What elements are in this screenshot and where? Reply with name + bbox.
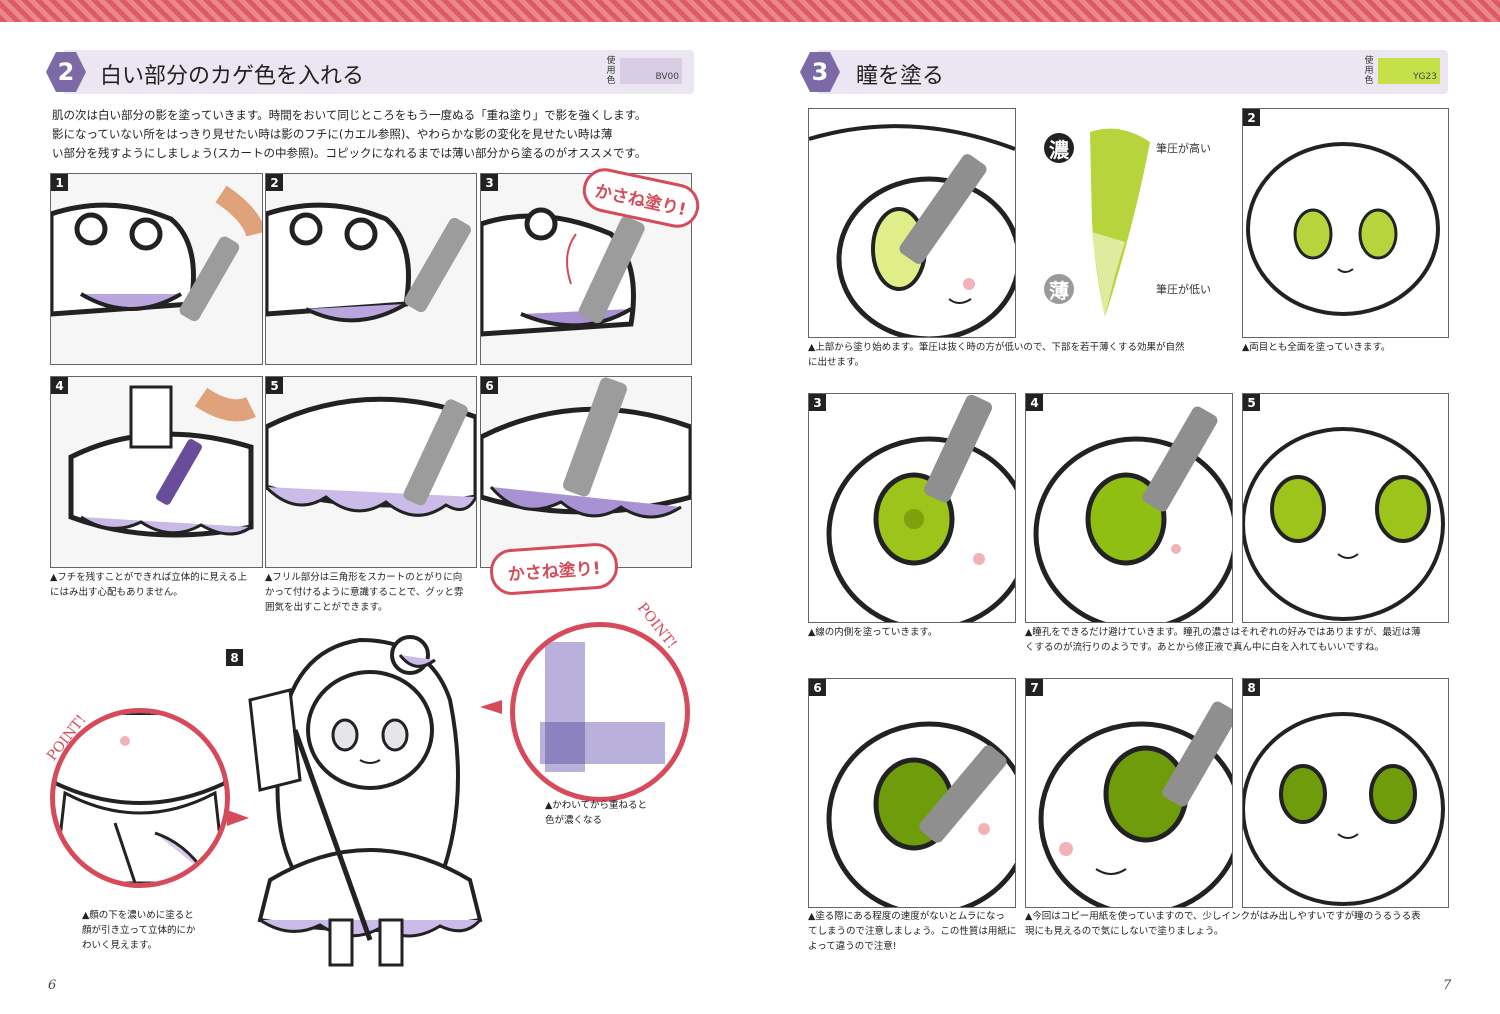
face-detail-illustration — [55, 713, 225, 883]
step-number: 3 — [481, 174, 498, 191]
caption: ▲塗る際にある程度の速度がないとムラになっ てしまうので注意しましょう。この性質… — [808, 911, 1017, 952]
step-number: 2 — [1243, 109, 1260, 126]
face-illustration — [1243, 679, 1448, 907]
caption: ▲今回はコピー用紙を使っていますので、少しインクがはみ出しやすいですが瞳のうるう… — [1025, 911, 1421, 937]
caption: ▲線の内側を塗っていきます。 — [808, 627, 938, 638]
eye-photo-5: 5 — [1242, 393, 1449, 623]
step-number: 5 — [266, 377, 283, 394]
step-number: 6 — [809, 679, 826, 696]
pressure-low-label: 筆圧が低い — [1156, 283, 1211, 296]
pressure-stroke-sample — [1090, 128, 1150, 317]
step-photo-5: 5 — [265, 376, 477, 568]
caption: ▲瞳孔をできるだけ避けていきます。瞳孔の濃さはそれぞれの好みではありますが、最近… — [1025, 627, 1421, 653]
eye-photo-4: 4 — [1025, 393, 1233, 623]
frog-hat-illustration — [481, 207, 645, 337]
caption: ▲顔の下を濃いめに塗ると 顔が引き立って立体的にか わいく見えます。 — [82, 910, 196, 951]
page-number: 6 — [48, 978, 57, 993]
light-label-badge: 薄 — [1044, 274, 1074, 304]
step-number: 5 — [1243, 394, 1260, 411]
step-photo-1: 1 — [50, 173, 263, 365]
skirt-illustration — [266, 396, 476, 517]
step-number: 7 — [1026, 679, 1043, 696]
layered-coat-callout: かさね塗り! — [488, 541, 620, 597]
intro-paragraph: 肌の次は白い部分の影を塗っていきます。時間をおいて同じところをもう一度ぬる「重ね… — [52, 106, 692, 163]
eye-illustration — [809, 679, 1015, 907]
caption: ▲フチを残すことができれば立体的に見える上 にはみ出す心配もありません。 — [50, 572, 248, 598]
eye-photo-3: 3 — [808, 393, 1016, 623]
dark-label-badge: 濃 — [1044, 133, 1074, 163]
caption: ▲上部から塗り始めます。筆圧は抜く時の方が低いので、下部を若干薄くする効果が自然… — [808, 342, 1185, 368]
point-detail-circle-left — [50, 708, 230, 888]
step-number: 8 — [1243, 679, 1260, 696]
eye-photo-8: 8 — [1242, 678, 1449, 908]
face-illustration — [1243, 109, 1448, 337]
skirt-illustration — [481, 377, 691, 519]
section-title: 瞳を塗る — [856, 64, 945, 89]
eye-photo-2: 2 — [1242, 108, 1449, 338]
eye-photo-6: 6 — [808, 678, 1016, 908]
step-photo-3: 3 — [480, 173, 692, 365]
eye-photo-1 — [808, 108, 1016, 338]
step-photo-2: 2 — [265, 173, 477, 365]
ink-layering-sample — [540, 642, 665, 772]
section-header-right — [818, 50, 1448, 94]
step-number: 2 — [266, 174, 283, 191]
color-label: 使用色 — [1364, 56, 1374, 86]
eye-illustration — [1026, 679, 1232, 907]
color-swatch: YG23 — [1378, 58, 1440, 84]
decorative-top-band — [0, 0, 1500, 22]
intro-line: 肌の次は白い部分の影を塗っていきます。時間をおいて同じところをもう一度ぬる「重ね… — [52, 108, 647, 122]
eye-illustration — [809, 394, 1015, 622]
intro-line: い部分を残すようにしましょう(スカートの中参照)。コピックになれるまでは薄い部分… — [52, 146, 647, 160]
step-number: 8 — [226, 649, 243, 666]
step-photo-4: 4 — [50, 376, 263, 568]
frog-hat-illustration — [51, 185, 262, 322]
step-photo-6: 6 — [480, 376, 692, 568]
frog-hat-illustration — [266, 202, 471, 323]
eye-illustration — [1026, 394, 1232, 622]
eye-photo-7: 7 — [1025, 678, 1233, 908]
section-header-left — [64, 50, 694, 94]
intro-line: 影になっていない所をはっきり見せたい時は影のフチに(カエル参照)、やわらかな影の… — [52, 127, 613, 141]
skirt-illustration — [68, 385, 256, 538]
section-number-badge: 3 — [800, 52, 840, 92]
pressure-high-label: 筆圧が高い — [1156, 142, 1211, 155]
color-code: BV00 — [655, 72, 679, 82]
caption: ▲フリル部分は三角形をスカートのとがりに向 かって付けるように意識することで、グ… — [265, 572, 464, 613]
face-illustration — [1243, 394, 1448, 622]
section-title: 白い部分のカゲ色を入れる — [100, 64, 365, 89]
pointer-arrow — [227, 810, 249, 826]
page-number: 7 — [1443, 978, 1452, 993]
pointer-arrow — [480, 700, 502, 714]
step-number: 6 — [481, 377, 498, 394]
color-code: YG23 — [1413, 72, 1437, 82]
character-full-illustration — [248, 635, 483, 967]
eye-illustration — [809, 109, 1015, 337]
step-number: 4 — [1026, 394, 1043, 411]
step-number: 4 — [51, 377, 68, 394]
color-swatch: BV00 — [620, 58, 682, 84]
step-number: 3 — [809, 394, 826, 411]
caption: ▲両目とも全面を塗っていきます。 — [1242, 342, 1391, 353]
step-number: 1 — [51, 174, 68, 191]
color-label: 使用色 — [606, 56, 616, 86]
caption: ▲かわいてから重ねると 色が濃くなる — [545, 800, 648, 826]
point-detail-circle-right — [510, 622, 690, 802]
